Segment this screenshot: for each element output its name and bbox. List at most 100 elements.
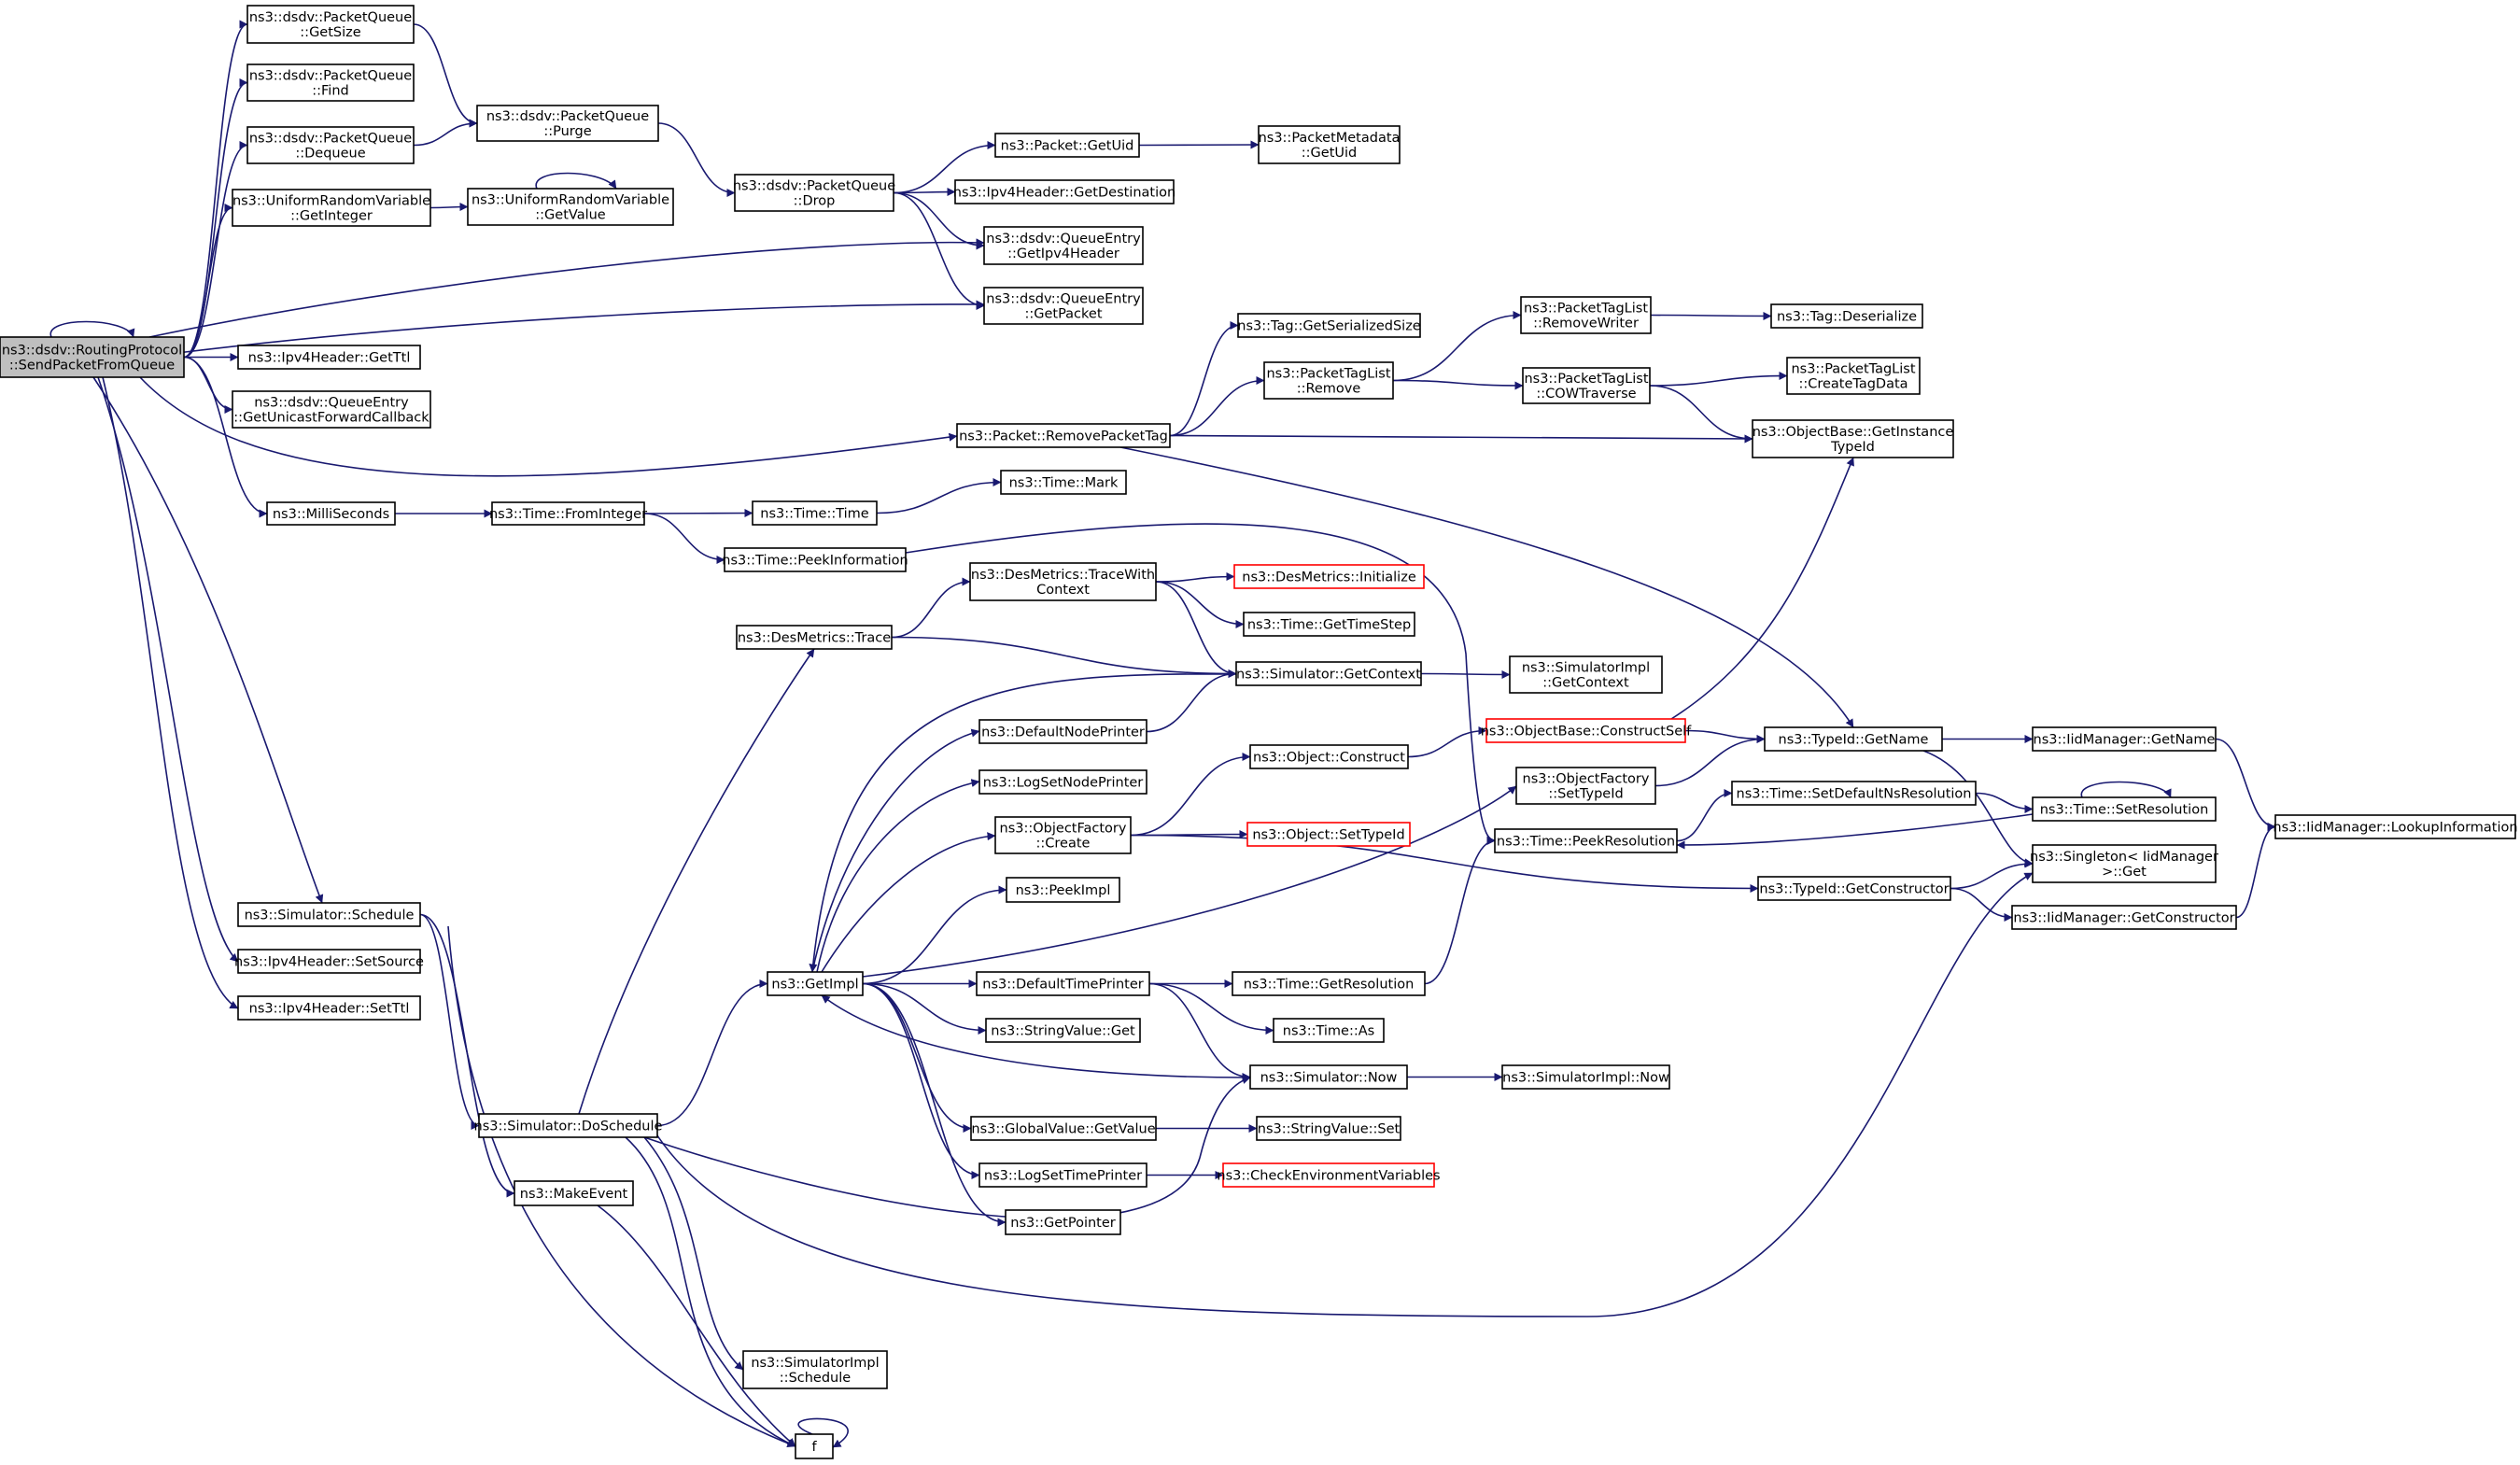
graph-node-obj-settypeid[interactable]: ns3::Object::SetTypeId — [1246, 822, 1411, 847]
graph-node-ptl-createtagdata[interactable]: ns3::PacketTagList::CreateTagData — [1786, 357, 1921, 395]
graph-node-pq-dequeue[interactable]: ns3::dsdv::PacketQueue::Dequeue — [246, 126, 415, 164]
graph-node-simimpl-now[interactable]: ns3::SimulatorImpl::Now — [1501, 1064, 1670, 1090]
graph-node-stringvalue-set[interactable]: ns3::StringValue::Set — [1256, 1116, 1401, 1141]
graph-node-urv-getvalue[interactable]: ns3::UniformRandomVariable::GetValue — [467, 188, 674, 226]
graph-node-ptl-cowtraverse[interactable]: ns3::PacketTagList::COWTraverse — [1522, 367, 1651, 404]
node-box — [1731, 781, 1977, 806]
graph-node-root[interactable]: ns3::dsdv::RoutingProtocol::SendPacketFr… — [0, 336, 185, 378]
graph-node-time-getresolution[interactable]: ns3::Time::GetResolution — [1232, 971, 1426, 996]
graph-node-time-as[interactable]: ns3::Time::As — [1273, 1018, 1385, 1043]
graph-node-peekimpl[interactable]: ns3::PeekImpl — [1006, 877, 1120, 903]
graph-node-ipv4-setttl[interactable]: ns3::Ipv4Header::SetTtl — [237, 995, 421, 1021]
graph-node-ipv4-getdest[interactable]: ns3::Ipv4Header::GetDestination — [953, 179, 1176, 204]
graph-node-checkenv[interactable]: ns3::CheckEnvironmentVariables — [1217, 1162, 1441, 1188]
node-label: ::GetIpv4Header — [1007, 247, 1119, 261]
node-label: ns3::Time::Mark — [1009, 476, 1119, 491]
graph-node-pq-drop[interactable]: ns3::dsdv::PacketQueue::Drop — [733, 174, 895, 212]
graph-node-simimpl-getcontext[interactable]: ns3::SimulatorImpl::GetContext — [1509, 655, 1663, 694]
graph-node-ob-constructself[interactable]: ns3::ObjectBase::ConstructSelf — [1481, 718, 1692, 743]
graph-node-ptl-removewriter[interactable]: ns3::PacketTagList::RemoveWriter — [1520, 296, 1652, 334]
node-label: ns3::ObjectBase::GetInstance — [1753, 425, 1954, 440]
node-box — [978, 719, 1147, 744]
graph-node-tag-deserialize[interactable]: ns3::Tag::Deserialize — [1770, 303, 1923, 329]
call-edge — [893, 141, 996, 194]
node-label: ns3::DesMetrics::TraceWith — [971, 568, 1155, 583]
graph-node-milliseconds[interactable]: ns3::MilliSeconds — [266, 501, 396, 526]
call-edge-line — [183, 20, 248, 359]
graph-node-iid-getname[interactable]: ns3::IidManager::GetName — [2032, 726, 2217, 752]
graph-node-defaulttimeprinter[interactable]: ns3::DefaultTimePrinter — [976, 971, 1150, 996]
call-edge-line — [1148, 982, 1251, 1081]
graph-node-iid-lookupinfo[interactable]: ns3::IidManager::LookupInformation — [2273, 814, 2518, 839]
graph-node-desmetrics-trace[interactable]: ns3::DesMetrics::Trace — [736, 625, 893, 650]
graph-node-f[interactable]: f — [795, 1433, 834, 1459]
graph-node-time-mark[interactable]: ns3::Time::Mark — [1000, 470, 1127, 495]
graph-node-typeid-getname[interactable]: ns3::TypeId::GetName — [1764, 726, 1943, 752]
graph-node-iid-getconstructor[interactable]: ns3::IidManager::GetConstructor — [2011, 905, 2237, 930]
graph-node-of-create[interactable]: ns3::ObjectFactory::Create — [994, 816, 1132, 854]
graph-node-simimpl-schedule[interactable]: ns3::SimulatorImpl::Schedule — [742, 1350, 888, 1389]
graph-node-time-peekresolution[interactable]: ns3::Time::PeekResolution — [1494, 828, 1678, 853]
graph-node-sim-doschedule[interactable]: ns3::Simulator::DoSchedule — [474, 1113, 663, 1138]
call-edge — [811, 728, 980, 973]
graph-node-pq-find[interactable]: ns3::dsdv::PacketQueue::Find — [246, 63, 415, 102]
graph-node-stringvalue-get[interactable]: ns3::StringValue::Get — [985, 1018, 1141, 1043]
graph-node-packet-removetag[interactable]: ns3::Packet::RemovePacketTag — [956, 423, 1171, 448]
graph-node-tag-getsize[interactable]: ns3::Tag::GetSerializedSize — [1237, 313, 1421, 338]
call-edge-line — [419, 913, 480, 1130]
graph-node-getimpl[interactable]: ns3::GetImpl — [767, 971, 864, 996]
graph-node-ptl-remove[interactable]: ns3::PacketTagList::Remove — [1263, 361, 1394, 400]
graph-node-sim-schedule[interactable]: ns3::Simulator::Schedule — [237, 902, 421, 927]
graph-node-time-time[interactable]: ns3::Time::Time — [752, 500, 878, 526]
graph-node-pq-getsize[interactable]: ns3::dsdv::PacketQueue::GetSize — [246, 5, 415, 44]
graph-node-pq-purge[interactable]: ns3::dsdv::PacketQueue::Purge — [476, 105, 659, 142]
node-box — [266, 501, 396, 526]
graph-node-time-peekinfo[interactable]: ns3::Time::PeekInformation — [722, 547, 908, 572]
graph-node-urv-getinteger[interactable]: ns3::UniformRandomVariable::GetInteger — [232, 189, 431, 227]
graph-node-time-frominteger[interactable]: ns3::Time::FromInteger — [489, 501, 647, 526]
graph-node-qe-getucb[interactable]: ns3::dsdv::QueueEntry::GetUnicastForward… — [232, 390, 431, 429]
call-edge-line — [1148, 982, 1274, 1035]
graph-node-time-gettimestep[interactable]: ns3::Time::GetTimeStep — [1243, 612, 1415, 637]
graph-node-packet-getuid[interactable]: ns3::Packet::GetUid — [994, 133, 1140, 158]
graph-node-makeevent[interactable]: ns3::MakeEvent — [514, 1180, 634, 1206]
node-label: ns3::dsdv::PacketQueue — [249, 132, 412, 147]
node-label: ns3::Ipv4Header::SetTtl — [249, 1002, 410, 1017]
node-label: ns3::dsdv::QueueEntry — [986, 232, 1141, 247]
graph-node-ipv4-setsource[interactable]: ns3::Ipv4Header::SetSource — [234, 949, 424, 974]
call-edge-line — [891, 577, 971, 639]
node-label: ns3::Singleton< IidManager — [2030, 850, 2218, 865]
node-label: ns3::Time::As — [1283, 1024, 1374, 1039]
graph-node-qe-getpacket[interactable]: ns3::dsdv::QueueEntry::GetPacket — [983, 287, 1144, 325]
graph-node-sim-now[interactable]: ns3::Simulator::Now — [1249, 1064, 1408, 1090]
call-edge — [148, 238, 985, 338]
graph-node-logsettimeprinter[interactable]: ns3::LogSetTimePrinter — [978, 1162, 1147, 1188]
graph-node-qe-getipv4[interactable]: ns3::dsdv::QueueEntry::GetIpv4Header — [983, 226, 1144, 265]
call-edge-line — [862, 785, 1517, 978]
node-box — [1273, 1018, 1385, 1043]
graph-node-obj-construct[interactable]: ns3::Object::Construct — [1249, 744, 1409, 769]
call-edge — [1420, 669, 1511, 679]
call-edge-line — [597, 1204, 796, 1447]
call-edge-line — [183, 356, 233, 414]
graph-node-typeid-getconstructor[interactable]: ns3::TypeId::GetConstructor — [1757, 876, 1951, 901]
graph-node-ipv4-getttl[interactable]: ns3::Ipv4Header::GetTtl — [237, 345, 421, 370]
node-box — [1509, 655, 1663, 694]
graph-node-time-setresolution[interactable]: ns3::Time::SetResolution — [2032, 796, 2217, 822]
call-edge — [578, 648, 815, 1115]
graph-node-pm-getuid[interactable]: ns3::PacketMetadata::GetUid — [1258, 125, 1401, 164]
graph-node-dm-initialize[interactable]: ns3::DesMetrics::Initialize — [1233, 564, 1425, 589]
graph-node-defaultnodeprinter[interactable]: ns3::DefaultNodePrinter — [978, 719, 1147, 744]
graph-node-of-settypeid[interactable]: ns3::ObjectFactory::SetTypeId — [1515, 767, 1656, 805]
graph-node-logsetnodeprinter[interactable]: ns3::LogSetNodePrinter — [978, 769, 1147, 795]
node-label: ns3::Ipv4Header::SetSource — [234, 955, 424, 970]
graph-node-globalvalue-getvalue[interactable]: ns3::GlobalValue::GetValue — [970, 1116, 1157, 1141]
graph-node-time-setdefaultns[interactable]: ns3::Time::SetDefaultNsResolution — [1731, 781, 1977, 806]
graph-node-singleton-get[interactable]: ns3::Singleton< IidManager >::Get — [2030, 844, 2218, 883]
call-edge — [2215, 738, 2276, 831]
graph-node-getpointer[interactable]: ns3::GetPointer — [1005, 1209, 1121, 1235]
node-label: ns3::Time::GetTimeStep — [1247, 618, 1411, 633]
graph-node-sim-getcontext[interactable]: ns3::Simulator::GetContext — [1235, 661, 1422, 686]
